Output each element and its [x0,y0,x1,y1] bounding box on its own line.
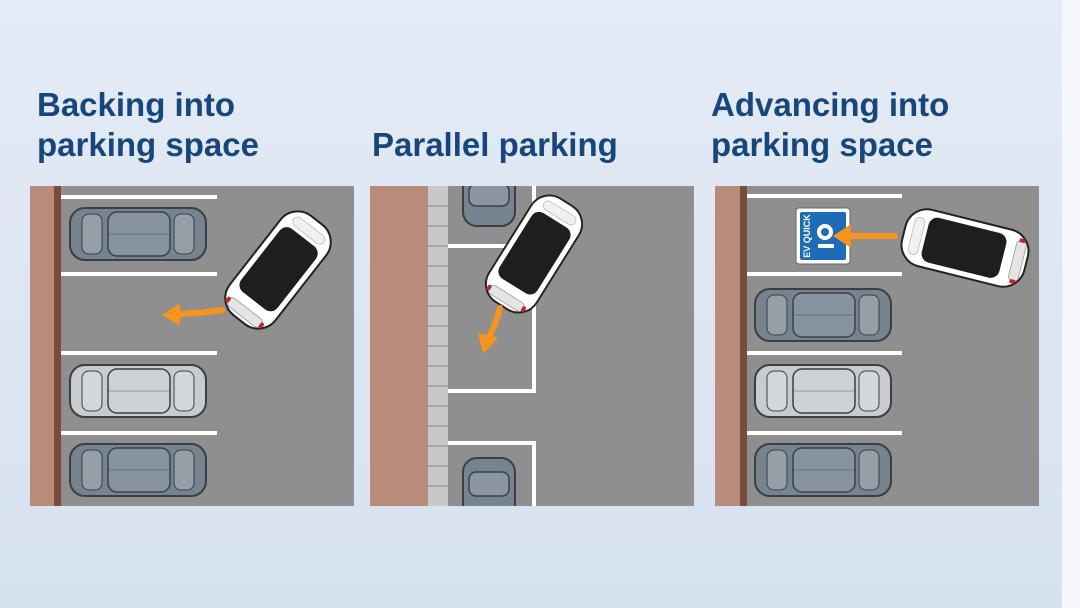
parking-lines [747,194,902,435]
direction-arrow [833,224,898,248]
ev-quick-sign-label: EV QUICK [802,214,812,258]
parked-car [462,186,516,227]
parking-lines [61,195,217,435]
ev-quick-sign: EV QUICK [795,207,851,265]
curb [30,186,54,506]
parked-car [755,444,891,496]
parked-car [755,365,891,417]
curb-edge [740,186,747,506]
curb-edge [54,186,61,506]
tile-joints [428,205,448,487]
panel-parallel [370,186,694,506]
direction-arrow [478,305,503,354]
direction-arrow [162,303,225,326]
parked-car [755,289,891,341]
parked-car [70,365,206,417]
panel-title-advancing: Advancing into parking space [711,86,950,163]
curb [715,186,740,506]
parked-car [70,444,206,496]
panel-backing [30,186,354,506]
page-edge [1062,0,1080,608]
panel-title-parallel: Parallel parking [372,126,618,163]
parked-car [70,208,206,260]
parked-car [462,457,516,506]
panel-title-backing: Backing into parking space [37,86,259,163]
curb [370,186,428,506]
panel-advancing: EV QUICK [715,186,1039,506]
